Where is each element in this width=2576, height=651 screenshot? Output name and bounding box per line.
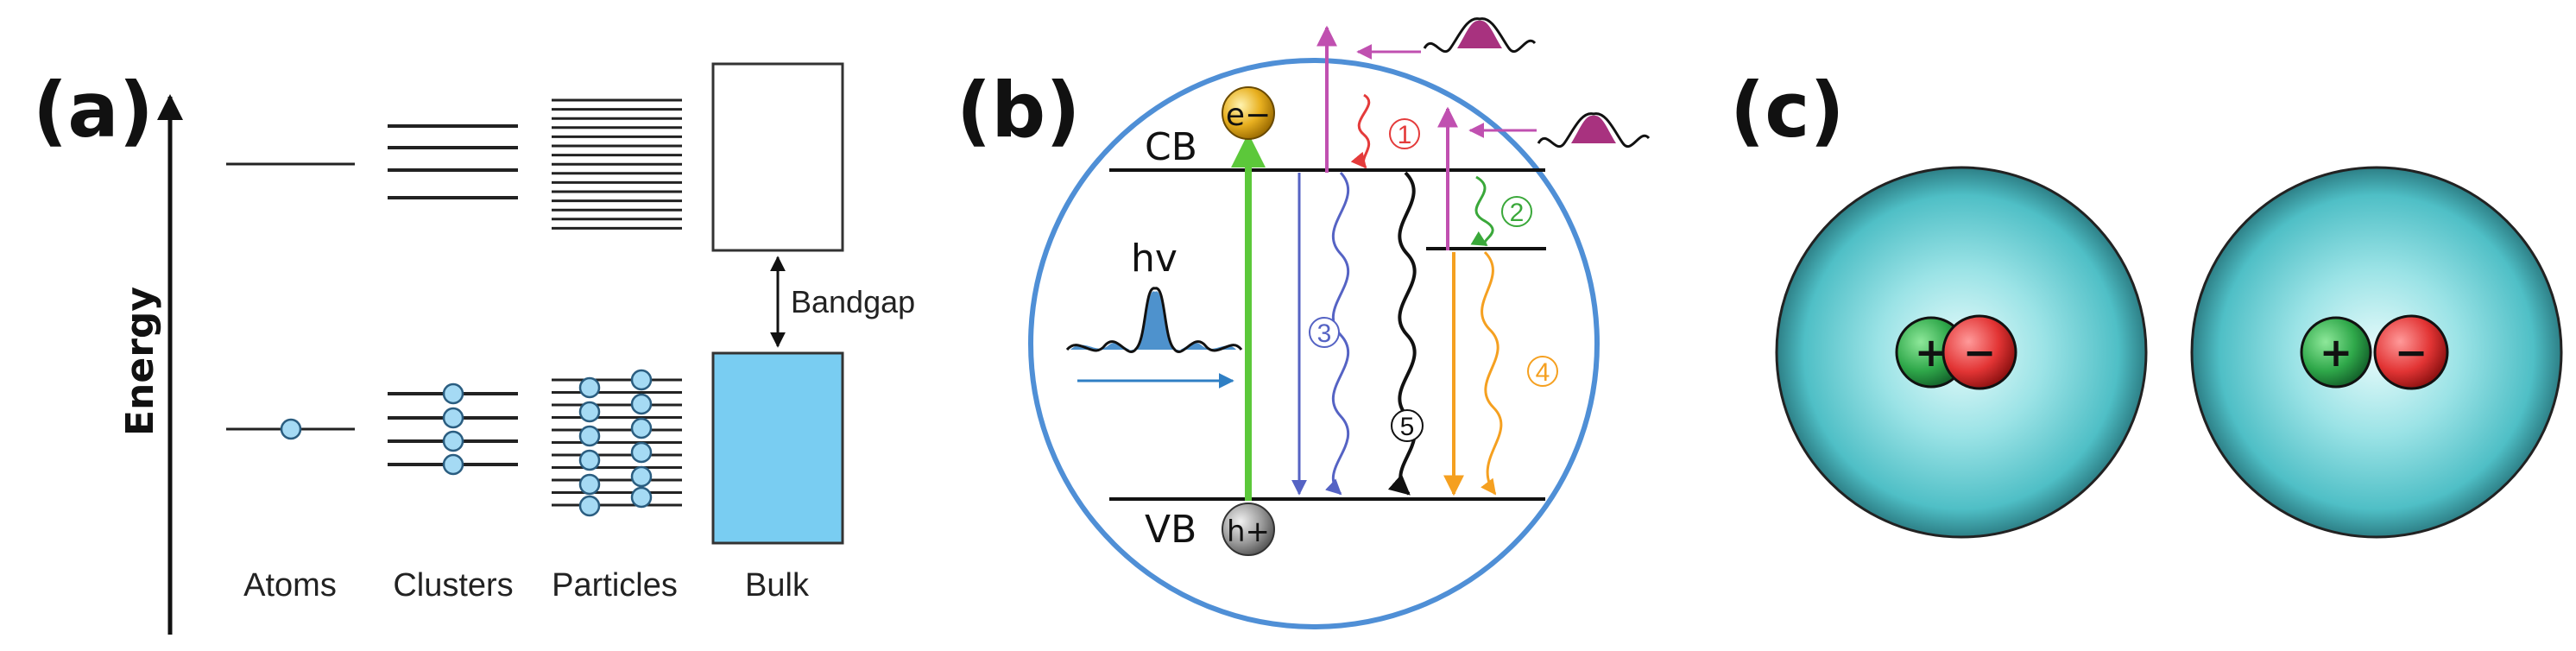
particles-levels bbox=[552, 98, 682, 517]
hole-label: h+ bbox=[1227, 515, 1270, 549]
particle-electron bbox=[578, 449, 601, 471]
process-5-wavy bbox=[1387, 171, 1417, 496]
bulk-bands: Bandgap bbox=[711, 62, 915, 545]
photon-pulse-fill bbox=[1070, 291, 1236, 351]
category-label-clusters: Clusters bbox=[393, 567, 513, 604]
panel-a-label: (a) bbox=[33, 66, 154, 155]
process-2-label: 2 bbox=[1510, 199, 1525, 227]
panel-c: (c) + − + − bbox=[1730, 66, 2563, 539]
electron-label: e− bbox=[1226, 98, 1271, 133]
clusters-levels bbox=[388, 124, 518, 476]
process-3-label: 3 bbox=[1317, 319, 1332, 348]
process-3-badge bbox=[1309, 317, 1340, 348]
particle-electron bbox=[578, 376, 601, 399]
electron-sign-left: − bbox=[1963, 329, 1997, 376]
cluster-electron bbox=[442, 407, 464, 429]
process-2-wavy bbox=[1470, 175, 1494, 247]
cluster-electron bbox=[442, 382, 464, 405]
hole-sign-left: + bbox=[1915, 329, 1948, 376]
process-1-label: 1 bbox=[1398, 121, 1412, 149]
particle-electron bbox=[630, 417, 653, 439]
process-2-badge bbox=[1501, 196, 1532, 227]
hole-sign-right: + bbox=[2320, 329, 2353, 376]
emitted-photon-packet-1 bbox=[1423, 17, 1537, 54]
panel-b: (b) CB VB hv e− h+ 3 bbox=[957, 17, 1651, 629]
particle-electron bbox=[578, 401, 601, 423]
cluster-electron bbox=[442, 430, 464, 452]
cb-label: CB bbox=[1145, 125, 1197, 169]
emitted-photon-packet-1-fill bbox=[1457, 20, 1502, 48]
energy-axis-label: Energy bbox=[118, 287, 162, 436]
photon-energy-label: hv bbox=[1131, 237, 1178, 281]
panel-c-label: (c) bbox=[1730, 66, 1845, 155]
process-1-badge bbox=[1389, 118, 1420, 149]
process-5-label: 5 bbox=[1400, 413, 1415, 441]
particle-electron bbox=[630, 393, 653, 415]
exciton-electron-right bbox=[2373, 314, 2449, 390]
particle-electron bbox=[630, 369, 653, 391]
hole-ball bbox=[1222, 502, 1275, 556]
process-1-wavy bbox=[1350, 93, 1371, 169]
process-4-badge bbox=[1527, 356, 1558, 387]
particle-electron bbox=[630, 441, 653, 464]
process-5-badge bbox=[1391, 409, 1424, 442]
atom-electron bbox=[280, 418, 302, 440]
cluster-electron bbox=[442, 453, 464, 476]
panel-b-label: (b) bbox=[957, 66, 1080, 155]
bandgap-label: Bandgap bbox=[791, 284, 915, 319]
category-label-atoms: Atoms bbox=[243, 567, 337, 604]
category-label-bulk: Bulk bbox=[745, 567, 810, 604]
particle-electron bbox=[630, 465, 653, 488]
electron-ball bbox=[1222, 86, 1275, 140]
process-4-wavy bbox=[1481, 250, 1503, 496]
particle-electron bbox=[578, 425, 601, 447]
panel-a: (a) Energy bbox=[33, 62, 915, 635]
process-4-label: 4 bbox=[1536, 358, 1550, 387]
vb-label: VB bbox=[1145, 508, 1196, 552]
electron-sign-right: − bbox=[2395, 329, 2428, 376]
process-3-wavy bbox=[1325, 171, 1350, 496]
atoms-levels bbox=[226, 162, 355, 440]
exciton-hole-right bbox=[2300, 316, 2372, 389]
exciton-electron-left bbox=[1941, 314, 2017, 390]
emitted-photon-packet-2-fill bbox=[1571, 115, 1616, 143]
quantum-dot-outline bbox=[1028, 58, 1600, 629]
emitted-photon-packet-2 bbox=[1537, 112, 1651, 149]
photon-pulse-wave bbox=[1065, 287, 1243, 353]
category-label-particles: Particles bbox=[552, 567, 678, 604]
particle-electron bbox=[630, 486, 653, 509]
bulk-conduction-band bbox=[711, 62, 844, 252]
bulk-valence-band bbox=[711, 351, 844, 545]
particle-electron bbox=[578, 473, 601, 496]
particle-electron bbox=[578, 495, 601, 517]
